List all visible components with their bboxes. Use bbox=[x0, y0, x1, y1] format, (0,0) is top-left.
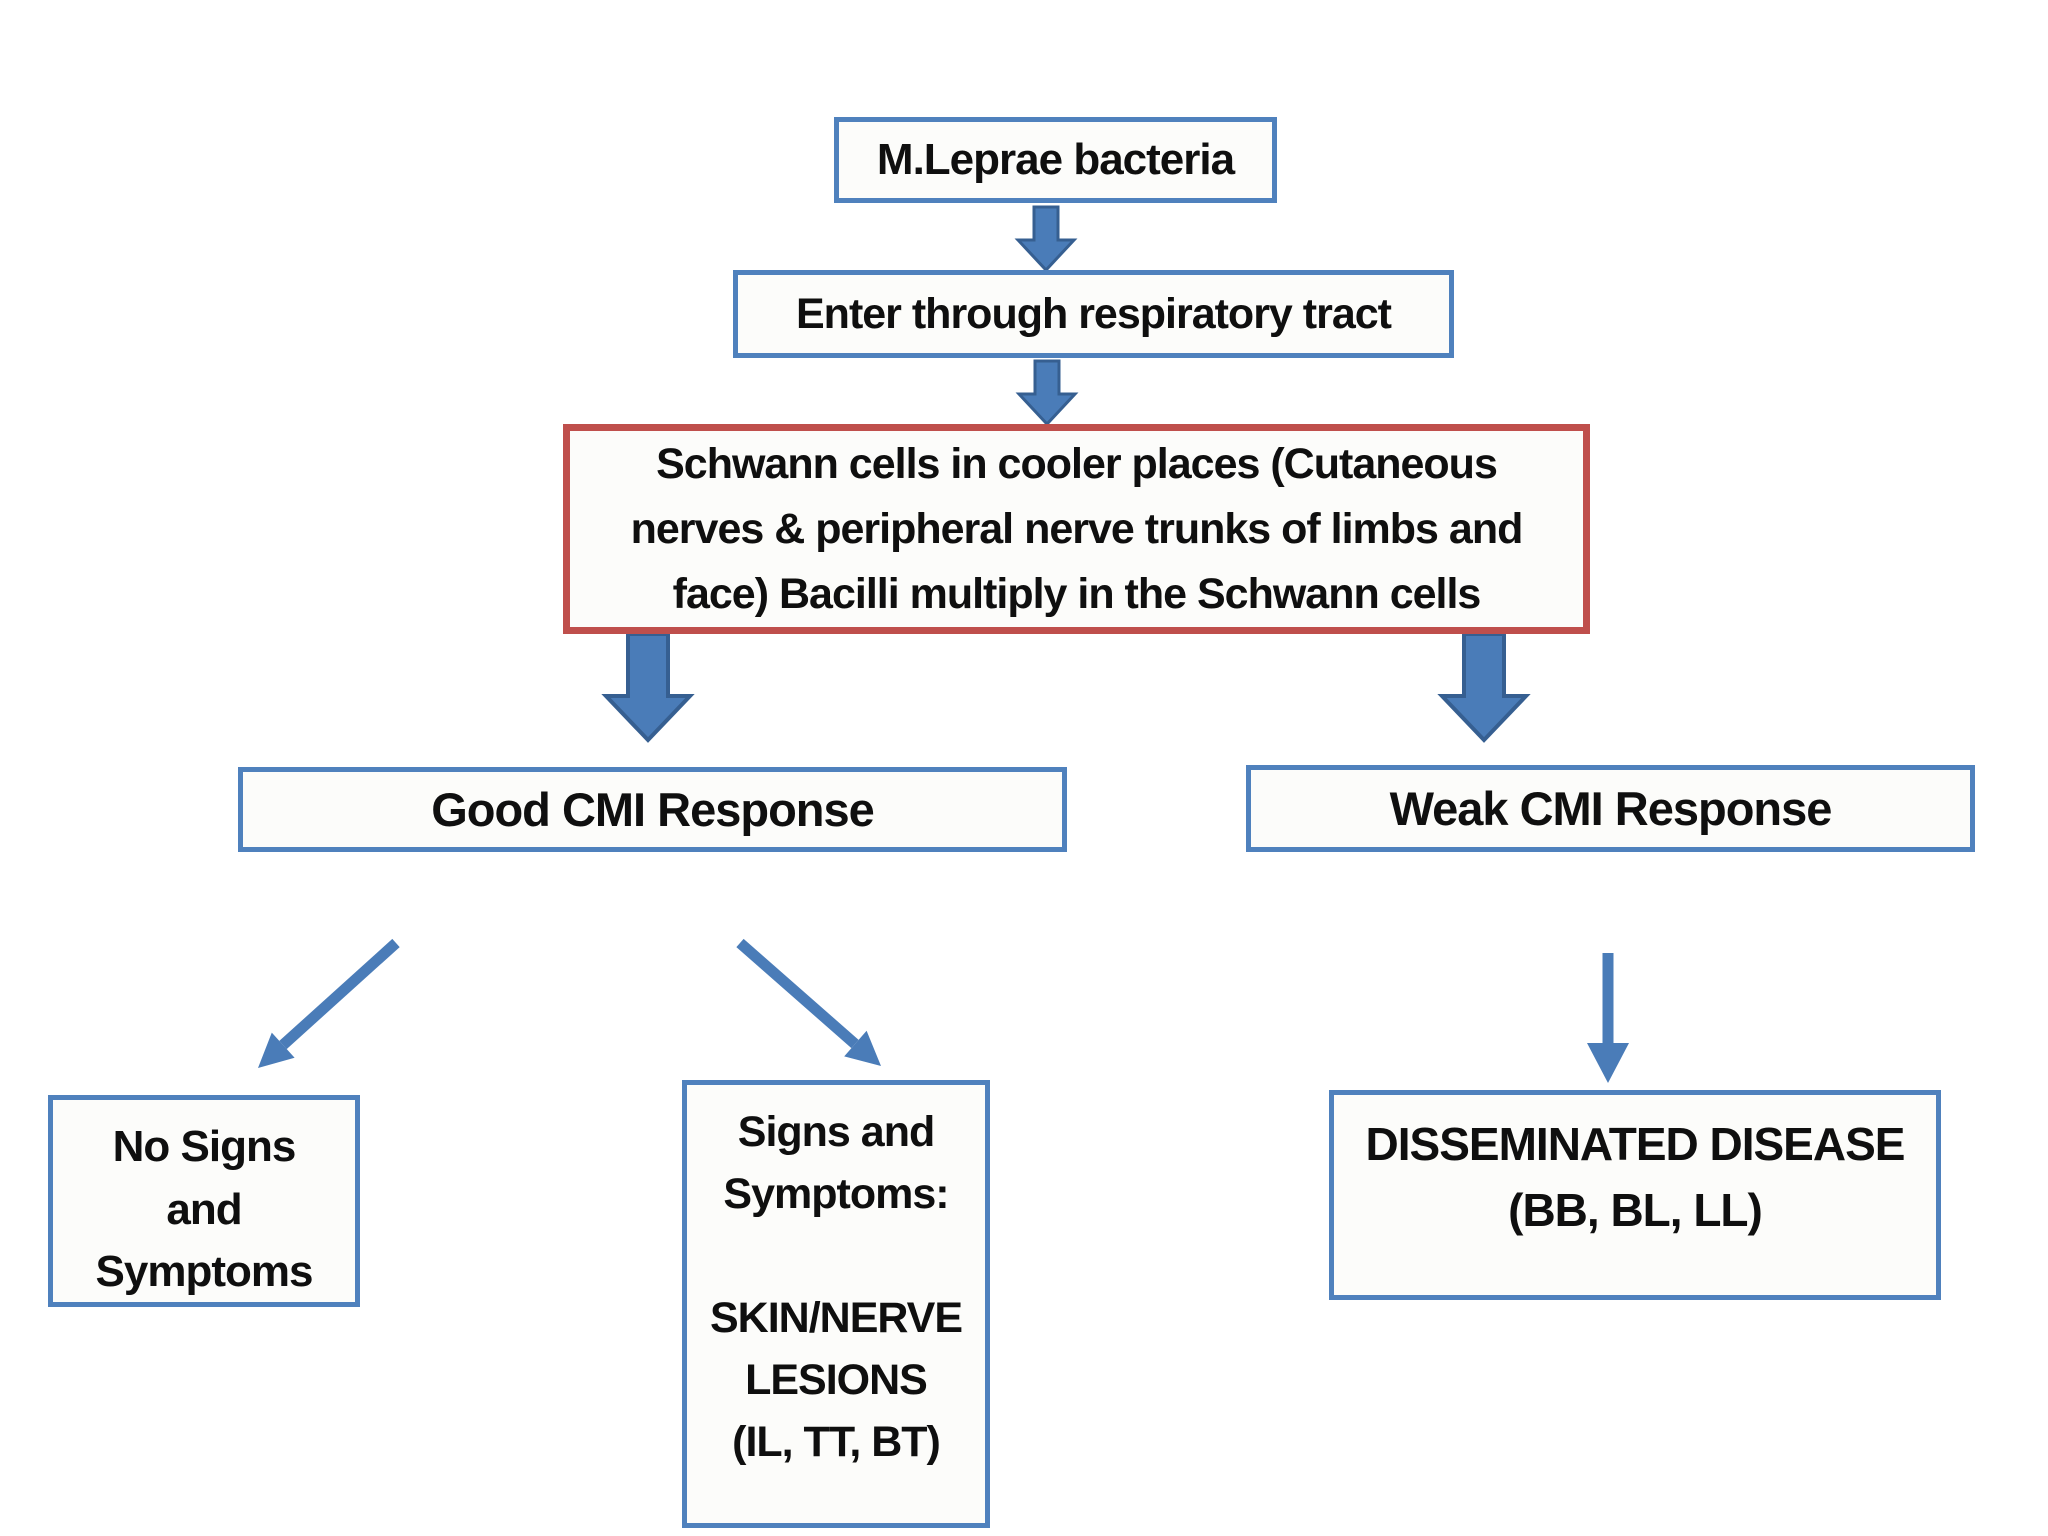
node-weak-cmi-response-label: Weak CMI Response bbox=[1389, 782, 1833, 835]
text-line: and bbox=[166, 1184, 242, 1234]
text-line: (BB, BL, LL) bbox=[1508, 1184, 1763, 1236]
node-good-cmi-response: Good CMI Response bbox=[238, 767, 1067, 852]
node-weak-cmi-response: Weak CMI Response bbox=[1246, 765, 1975, 852]
node-respiratory-tract: Enter through respiratory tract bbox=[733, 270, 1454, 358]
diagonal-arrow-right-head-icon bbox=[844, 1030, 881, 1066]
node-mleprae-bacteria-label: M.Leprae bacteria bbox=[876, 135, 1235, 184]
text-line: Schwann cells in cooler places (Cutaneou… bbox=[656, 439, 1498, 488]
diagonal-arrow-left-icon bbox=[279, 938, 400, 1050]
node-disseminated-disease: DISSEMINATED DISEASE (BB, BL, LL) bbox=[1329, 1090, 1941, 1300]
text-line: nerves & peripheral nerve trunks of limb… bbox=[630, 504, 1524, 553]
text-line: Signs and bbox=[737, 1108, 935, 1156]
node-schwann-cells: Schwann cells in cooler places (Cutaneou… bbox=[563, 424, 1590, 634]
text-line: DISSEMINATED DISEASE bbox=[1365, 1118, 1906, 1170]
diagonal-arrow-left-head-icon bbox=[258, 1032, 295, 1068]
thin-down-arrow-head-icon bbox=[1587, 1043, 1629, 1083]
diagonal-arrow-right-icon bbox=[736, 938, 859, 1049]
node-mleprae-bacteria: M.Leprae bacteria bbox=[834, 117, 1277, 203]
down-block-arrow-1-icon bbox=[1014, 205, 1078, 273]
text-line: (IL, TT, BT) bbox=[732, 1418, 941, 1466]
text-line: No Signs bbox=[112, 1122, 297, 1171]
node-respiratory-tract-label: Enter through respiratory tract bbox=[796, 289, 1392, 338]
text-line: face) Bacilli multiply in the Schwann ce… bbox=[672, 569, 1482, 618]
thick-down-arrow-left-icon bbox=[601, 632, 695, 743]
text-line bbox=[687, 1225, 985, 1287]
thick-down-arrow-right-icon bbox=[1437, 632, 1531, 743]
text-line: LESIONS bbox=[745, 1356, 928, 1404]
node-good-cmi-response-label: Good CMI Response bbox=[431, 783, 875, 836]
text-line: SKIN/NERVE bbox=[709, 1294, 963, 1342]
text-line: Symptoms bbox=[95, 1247, 314, 1297]
text-line: Symptoms: bbox=[723, 1170, 949, 1218]
down-block-arrow-2-icon bbox=[1015, 359, 1079, 427]
